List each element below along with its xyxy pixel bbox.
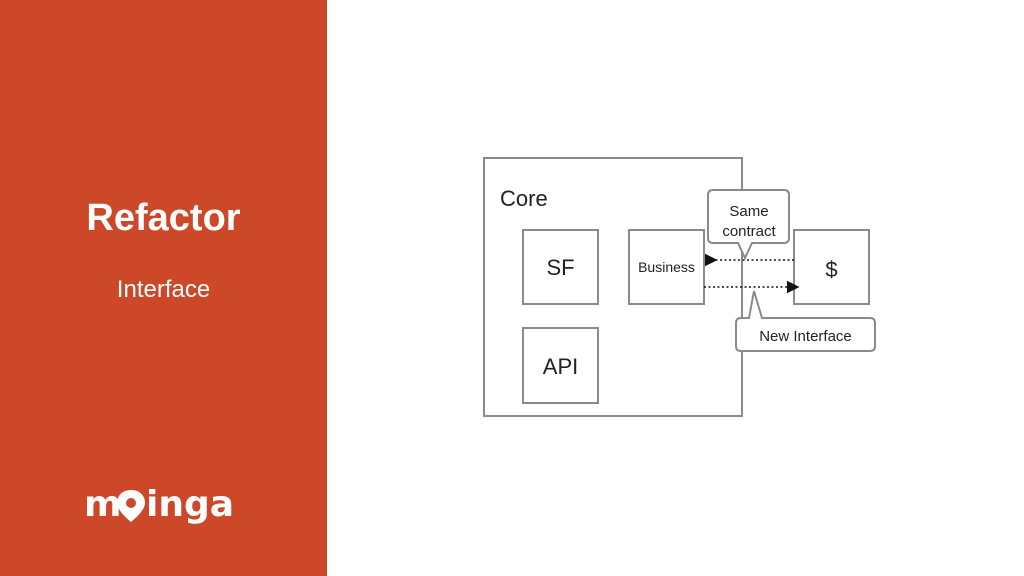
same-contract-line1: Same [729,203,768,220]
api-label: API [543,354,578,379]
business-box [628,229,705,305]
core-label: Core [500,186,548,211]
external-service-label: $ [825,257,837,282]
svg-text:m: m [84,484,122,525]
same-contract-line2: contract [722,223,776,240]
slide-subtitle: Interface [116,276,211,303]
new-interface-callout: New Interface [735,290,876,352]
same-contract-callout: Same contract [707,189,790,261]
new-interface-label: New Interface [759,328,852,345]
external-service-box [793,229,870,305]
sf-box [522,229,599,305]
svg-text:inga: inga [146,484,234,525]
location-pin-icon [117,490,145,522]
slide-title: Refactor [86,197,241,239]
logo-mark: m inga [84,484,234,525]
sf-label: SF [546,255,574,280]
title-panel: Refactor Interface m inga [0,0,327,576]
business-label: Business [638,259,695,275]
moovinga-logo: m inga [84,476,244,528]
api-box [522,327,599,404]
